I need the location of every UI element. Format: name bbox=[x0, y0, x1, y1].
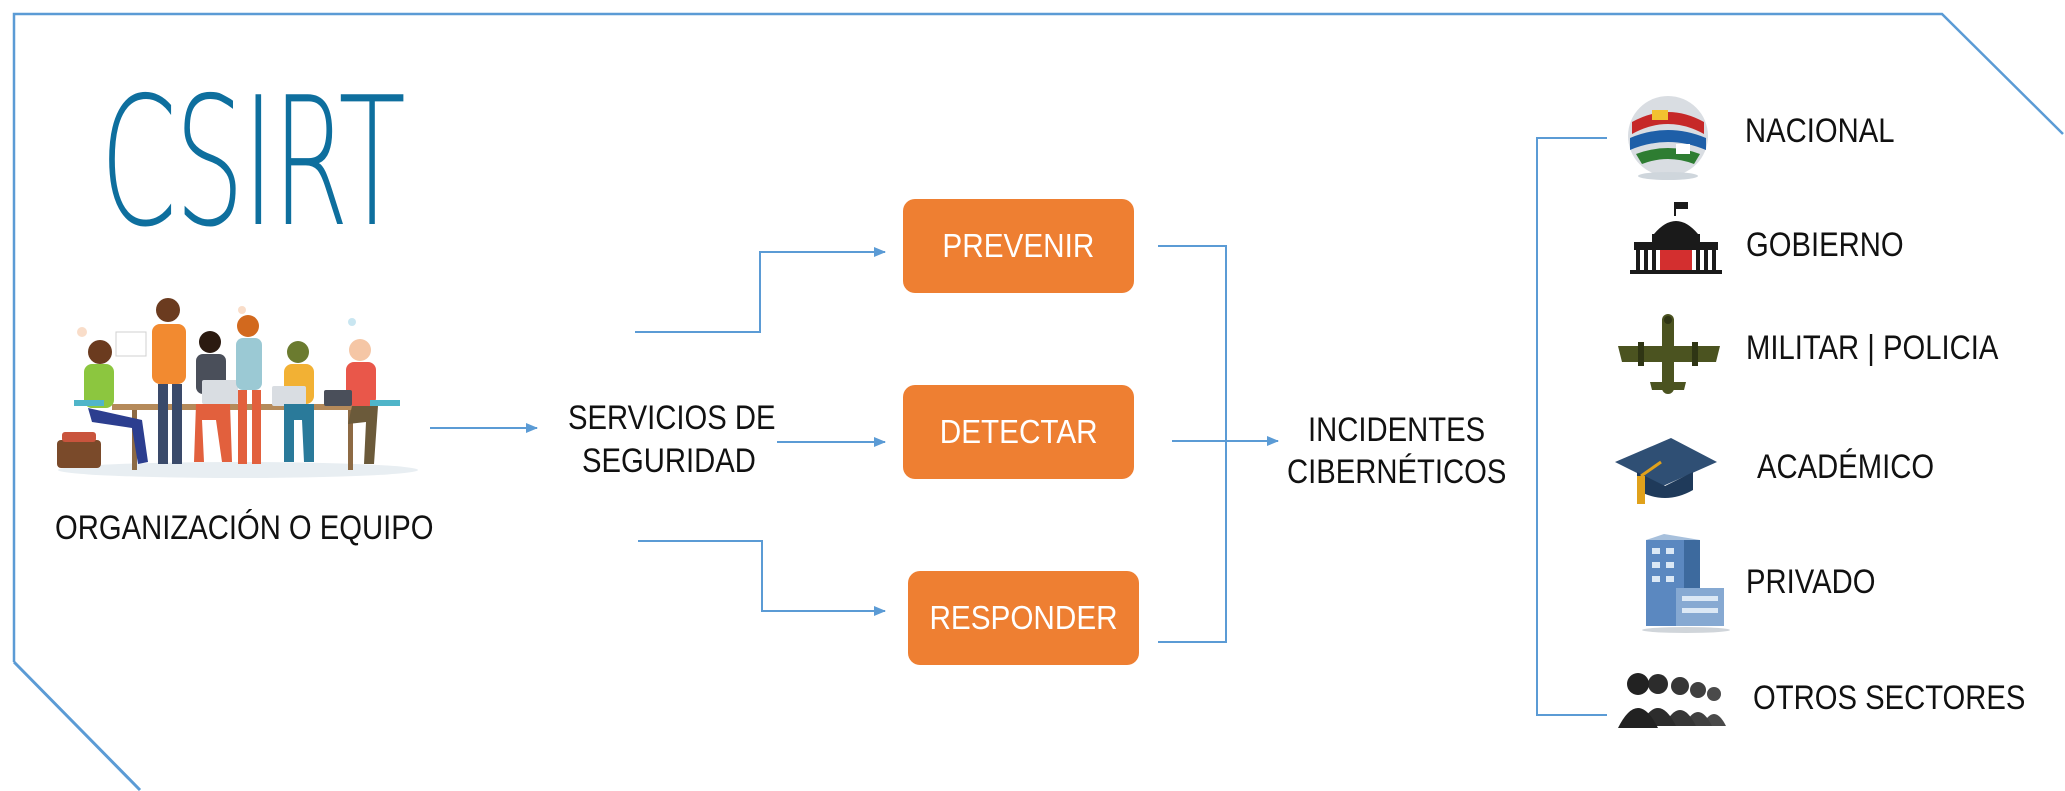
people-group-icon bbox=[1618, 673, 1726, 728]
sector-label-gobierno: GOBIERNO bbox=[1746, 226, 1904, 264]
sector-label-nacional: NACIONAL bbox=[1745, 112, 1895, 150]
action-box-responder[interactable]: RESPONDER bbox=[908, 571, 1139, 665]
military-aircraft-icon bbox=[1618, 314, 1720, 394]
bracket-actions bbox=[1158, 245, 1227, 643]
sector-label-privado: PRIVADO bbox=[1746, 563, 1876, 601]
action-box-detectar[interactable]: DETECTAR bbox=[903, 385, 1134, 479]
globe-flags-icon bbox=[1628, 96, 1708, 180]
organization-label: ORGANIZACIÓN O EQUIPO bbox=[55, 509, 434, 547]
action-label-prevenir: PREVENIR bbox=[942, 227, 1095, 264]
team-illustration bbox=[57, 298, 418, 478]
page-frame-corner bbox=[12, 660, 142, 791]
bracket-sectors bbox=[1536, 137, 1607, 716]
page-title: CSIRT bbox=[100, 59, 406, 266]
graduation-cap-icon bbox=[1615, 438, 1717, 504]
sector-label-academico: ACADÉMICO bbox=[1757, 448, 1935, 486]
incidents-label-line2: CIBERNÉTICOS bbox=[1287, 453, 1507, 491]
arrow-to-prevenir bbox=[635, 247, 886, 333]
sector-label-militar-policia: MILITAR | POLICIA bbox=[1746, 329, 1999, 367]
sector-label-otros-sectores: OTROS SECTORES bbox=[1753, 679, 2026, 717]
services-label-line2: SEGURIDAD bbox=[582, 442, 756, 480]
action-label-responder: RESPONDER bbox=[929, 599, 1118, 636]
action-box-prevenir[interactable]: PREVENIR bbox=[903, 199, 1134, 293]
services-label-line1: SERVICIOS DE bbox=[568, 399, 776, 437]
arrow-to-responder bbox=[638, 540, 886, 616]
office-building-icon bbox=[1642, 534, 1730, 633]
action-label-detectar: DETECTAR bbox=[939, 413, 1098, 450]
incidents-label-line1: INCIDENTES bbox=[1308, 411, 1486, 449]
government-building-icon bbox=[1630, 202, 1722, 274]
page-frame bbox=[12, 12, 2064, 662]
